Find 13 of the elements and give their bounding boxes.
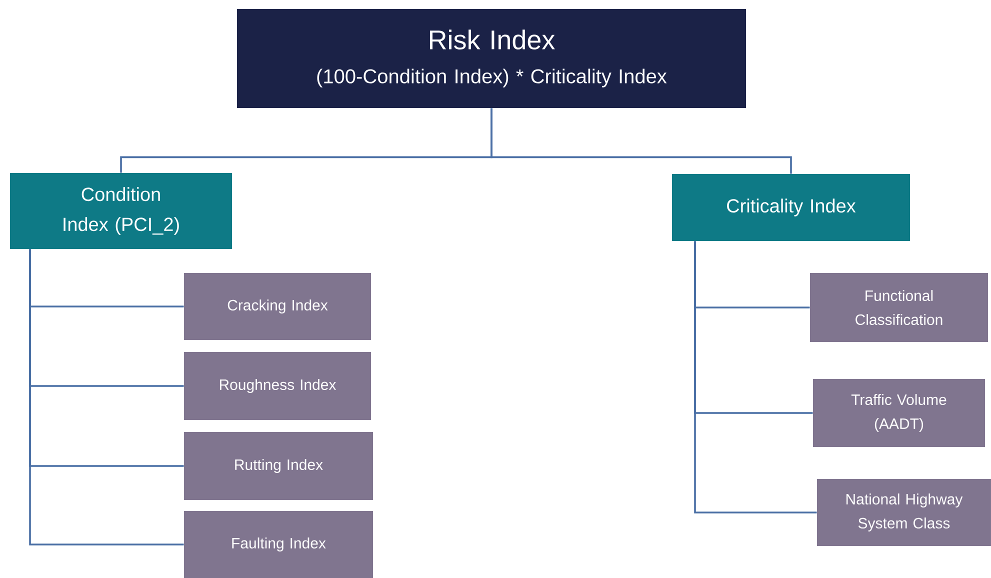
- title-box: Risk Index (100-Condition Index) * Criticality Index: [237, 9, 746, 108]
- factor-box: Faulting Index: [184, 511, 373, 578]
- category-box: Condition Index (PCI_2): [10, 173, 232, 249]
- category-box: Criticality Index: [672, 174, 910, 241]
- factor-box: Traffic Volume (AADT): [813, 379, 985, 447]
- factor-box: National Highway System Class: [817, 479, 991, 546]
- factor-box: Cracking Index: [184, 273, 371, 340]
- factor-box: Functional Classification: [810, 273, 988, 342]
- connector-line: [29, 249, 184, 546]
- connector-line: [490, 108, 792, 174]
- factor-box: Roughness Index: [184, 352, 371, 420]
- connector-line: [694, 241, 817, 514]
- factor-box: Rutting Index: [184, 432, 373, 500]
